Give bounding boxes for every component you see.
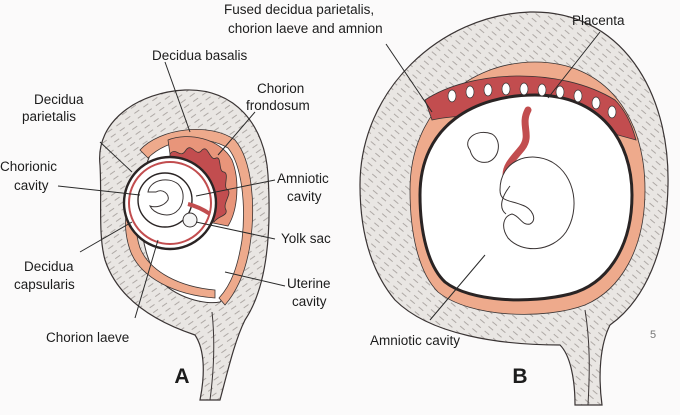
fetus-b [499,156,575,250]
label-decidua-basalis: Decidua basalis [152,48,248,63]
panel-label-b: B [512,365,527,388]
label-uterine-cavity-1: Uterine [287,276,331,291]
leader-lines [57,31,601,321]
chorion-ring-a [128,161,212,245]
label-chorion-laeve: Chorion laeve [46,330,129,345]
label-amniotic-cavity-a-1: Amniotic [277,171,329,186]
fetus-limb-b [501,185,511,215]
label-fused-2: chorion laeve and amnion [228,21,383,36]
yolk-sac-a [182,212,198,228]
label-decidua-parietalis-1: Decidua [34,92,84,107]
connecting-stalk-a [187,202,212,216]
label-chorionic-cavity-2: cavity [14,178,49,193]
label-uterine-cavity-2: cavity [292,294,327,309]
corner-mark: 5 [650,329,656,341]
label-yolk-sac: Yolk sac [281,231,331,246]
panel-b-drawing [359,11,669,406]
cervix-b [584,309,590,406]
fetus-head-b [467,132,499,163]
panel-a-drawing [99,89,270,401]
label-fused-1: Fused decidua parietalis, [224,2,374,17]
panel-label-a: A [174,365,189,388]
label-decidua-capsularis-2: capsularis [14,277,75,292]
label-decidua-parietalis-2: parietalis [22,109,76,124]
embryo-a [147,179,184,216]
label-chorion-frondosum-1: Chorion [257,81,304,96]
label-amniotic-cavity-b: Amniotic cavity [370,333,460,348]
cervix-a [209,311,215,401]
placental-villi-b [447,82,617,119]
labels: Decidua basalis Decidua parietalis Chori… [0,2,656,388]
decidua-parietalis-a [139,129,254,306]
label-chorion-frondosum-2: frondosum [246,98,310,113]
label-decidua-capsularis-1: Decidua [24,259,74,274]
label-placenta: Placenta [572,13,625,28]
label-chorionic-cavity-1: Chorionic [0,159,57,174]
label-amniotic-cavity-a-2: cavity [287,189,322,204]
